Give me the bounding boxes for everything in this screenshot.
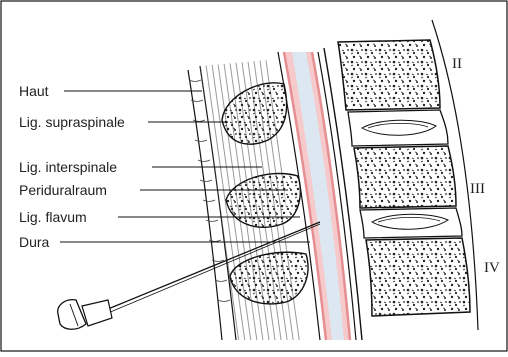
vertebra-number-iv: IV <box>484 260 500 276</box>
label-periduralraum: Periduralraum <box>19 182 107 198</box>
label-lig-interspinale: Lig. interspinale <box>19 159 117 175</box>
vertebral-bodies <box>338 40 470 316</box>
label-lig-flavum: Lig. flavum <box>19 209 87 225</box>
label-haut: Haut <box>19 83 49 99</box>
label-lig-supraspinale: Lig. supraspinale <box>19 114 125 130</box>
label-dura: Dura <box>19 234 50 250</box>
vertebra-number-iii: III <box>470 181 485 197</box>
vertebra-number-ii: II <box>452 56 462 72</box>
